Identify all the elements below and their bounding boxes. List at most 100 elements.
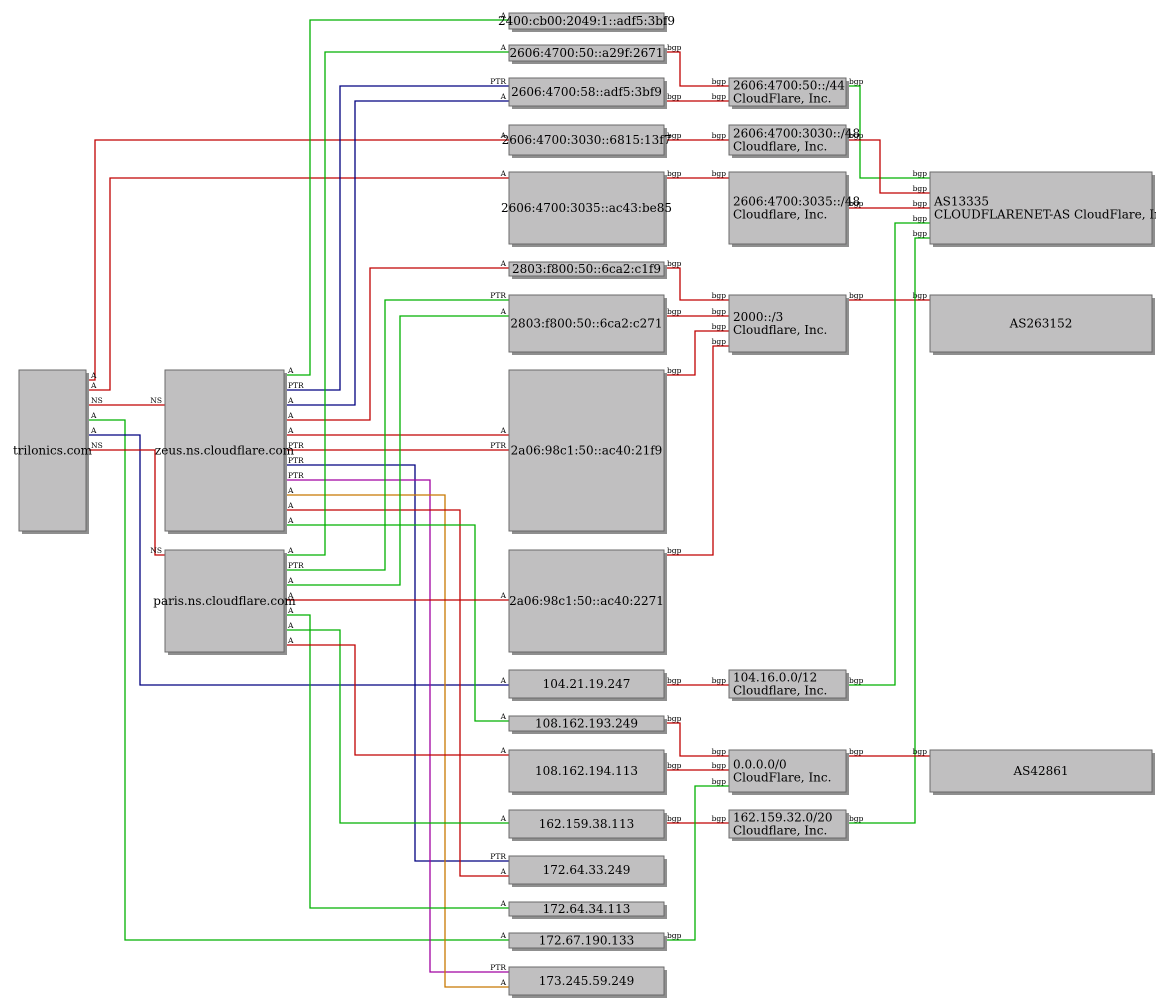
edge-line xyxy=(285,494,509,988)
node-label: 108.162.194.113 xyxy=(535,764,638,778)
node-label: Cloudflare, Inc. xyxy=(733,208,827,222)
node-ip-104[interactable]: 104.21.19.247 xyxy=(508,669,667,701)
edge-line xyxy=(664,51,729,87)
edge-zeus-to-ip_173: AA xyxy=(285,486,509,988)
edge-line xyxy=(285,644,509,756)
node-ip-2606-a29f[interactable]: 2606:4700:50::a29f:2671 xyxy=(508,44,667,64)
node-ip-108-193[interactable]: 108.162.193.249 xyxy=(508,715,667,734)
node-ip-172-34[interactable]: 172.64.34.113 xyxy=(508,901,667,919)
edge-zeus-to-ip_2606_58: PTR PTR xyxy=(285,77,509,391)
edge-source-label: A xyxy=(90,371,97,380)
edge-target-label: bgp xyxy=(712,131,727,140)
edge-line xyxy=(285,85,509,391)
node-as42861[interactable]: AS42861 xyxy=(929,749,1155,795)
node-box xyxy=(929,171,1153,245)
edge-source-label: PTR xyxy=(288,456,304,465)
edge-target-label: PTR xyxy=(490,963,506,972)
edge-target-label: PTR xyxy=(490,291,506,300)
node-label: 104.21.19.247 xyxy=(543,677,631,691)
edge-paris-to-ip_162: AA xyxy=(285,621,509,824)
edge-trilonics-to-ip_2606_3030: AA xyxy=(88,131,509,381)
edge-target-label: bgp xyxy=(913,214,928,223)
node-box xyxy=(508,749,665,793)
node-paris[interactable]: paris.ns.cloudflare.com xyxy=(153,549,296,655)
node-label: paris.ns.cloudflare.com xyxy=(153,594,296,608)
edge-source-label: bgp xyxy=(849,77,864,86)
node-label: 162.159.32.0/20 xyxy=(733,811,832,825)
node-label: 2000::/3 xyxy=(733,310,783,324)
node-ip-2803-c271[interactable]: 2803:f800:50::6ca2:c271 xyxy=(508,294,667,355)
node-zeus[interactable]: zeus.ns.cloudflare.com xyxy=(155,369,295,534)
node-label: AS42861 xyxy=(1012,764,1068,778)
edge-paris-to-ip_2803_c271: AA xyxy=(285,307,509,586)
edge-line xyxy=(88,139,509,381)
node-ip-2606-3035[interactable]: 2606:4700:3035::ac43:be85 xyxy=(501,171,672,247)
edge-pfx_2606_50-to-as13335: bgp bgp xyxy=(846,77,930,179)
edge-target-label: A xyxy=(500,931,507,940)
edge-target-label: NS xyxy=(150,396,162,405)
edge-target-label: bgp xyxy=(712,322,727,331)
node-ip-162[interactable]: 162.159.38.113 xyxy=(508,809,667,841)
edge-source-label: bgp xyxy=(849,131,864,140)
edge-source-label: PTR xyxy=(288,381,304,390)
node-box xyxy=(508,966,665,996)
node-label: CLOUDFLARENET-AS CloudFlare, Inc. xyxy=(934,208,1156,222)
node-box xyxy=(728,171,847,245)
edge-line xyxy=(285,315,509,586)
node-ip-2a06-2271[interactable]: 2a06:98c1:50::ac40:2271 xyxy=(508,549,667,655)
node-ip-2803-c1f9[interactable]: 2803:f800:50::6ca2:c1f9 xyxy=(508,261,667,279)
node-box xyxy=(508,932,665,949)
node-label: 2606:4700:3030::/48 xyxy=(733,127,860,141)
node-ip-2606-58[interactable]: 2606:4700:58::adf5:3bf9 xyxy=(508,77,667,109)
edge-target-label: A xyxy=(500,169,507,178)
node-label: 104.16.0.0/12 xyxy=(733,671,817,685)
node-ip-2a06-21f9[interactable]: 2a06:98c1:50::ac40:21f9 xyxy=(508,369,667,534)
edge-target-label: A xyxy=(500,259,507,268)
node-label: 2606:4700:50::a29f:2671 xyxy=(510,46,664,60)
edge-target-label: bgp xyxy=(712,291,727,300)
edge-line xyxy=(846,85,930,179)
node-ip-2606-3030[interactable]: 2606:4700:3030::6815:13f7 xyxy=(502,124,672,158)
edge-trilonics-to-ip_2606_3035: AA xyxy=(88,169,509,391)
edge-target-label: bgp xyxy=(712,761,727,770)
edge-paris-to-ip_108_194: AA xyxy=(285,636,509,756)
edge-target-label: NS xyxy=(150,546,162,555)
edge-source-label: A xyxy=(287,546,294,555)
edge-source-label: A xyxy=(287,606,294,615)
node-label: CloudFlare, Inc. xyxy=(733,92,831,106)
edge-source-label: bgp xyxy=(667,131,682,140)
edge-target-label: A xyxy=(500,814,507,823)
node-box xyxy=(508,124,665,156)
edge-line xyxy=(664,330,729,376)
edge-paris-to-ip_2606_a29f: AA xyxy=(285,43,509,556)
node-as263152[interactable]: AS263152 xyxy=(929,294,1155,355)
node-ip-173[interactable]: 173.245.59.249 xyxy=(508,966,667,998)
node-ip-2400[interactable]: 2400:cb00:2049:1::adf5:3bf9 xyxy=(498,12,675,32)
node-ip-172-33[interactable]: 172.64.33.249 xyxy=(508,855,667,887)
edge-source-label: bgp xyxy=(849,199,864,208)
edge-target-label: bgp xyxy=(712,77,727,86)
edge-source-label: A xyxy=(287,591,294,600)
node-box xyxy=(508,294,665,353)
edge-target-label: bgp xyxy=(712,337,727,346)
node-trilonics[interactable]: trilonics.com xyxy=(13,369,93,534)
node-ip-108-194[interactable]: 108.162.194.113 xyxy=(508,749,667,795)
node-ip-172-67[interactable]: 172.67.190.133 xyxy=(508,932,667,951)
node-label: 172.64.34.113 xyxy=(543,902,631,916)
edge-line xyxy=(285,100,509,406)
